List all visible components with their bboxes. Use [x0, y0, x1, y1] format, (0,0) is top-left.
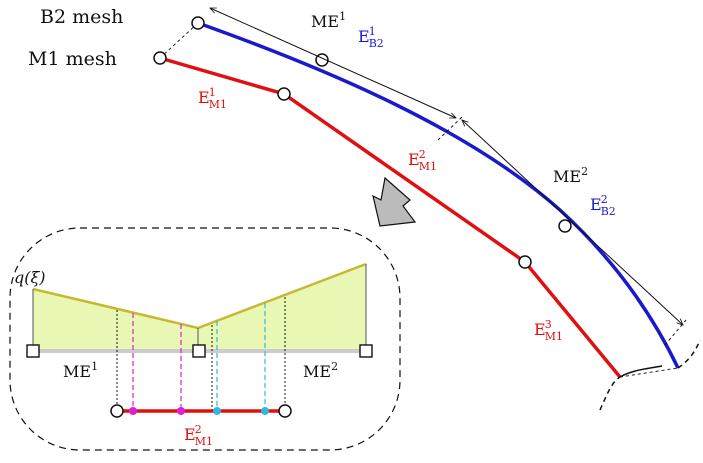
q-xi-label: q(ξ) [14, 268, 46, 287]
m1-node-2 [277, 87, 291, 101]
me2-dimension-arrow [462, 120, 683, 325]
me-node-left [26, 344, 40, 358]
boundary-curve-solid [619, 365, 663, 378]
boundary-curve-dashed [599, 376, 621, 411]
q-function-area [33, 264, 366, 351]
dashed-connector-top [159, 22, 199, 59]
me1-label: ME1 [311, 10, 346, 31]
inset-m1-node-left [110, 404, 124, 418]
inset-frame [9, 227, 401, 451]
b2-mesh-label: B2 mesh [40, 6, 123, 28]
me2-label: ME2 [553, 165, 588, 186]
gauss-point-magenta-1 [129, 407, 137, 415]
boundary-curve-dashed-right [677, 339, 701, 369]
me-node-mid [192, 344, 206, 358]
gauss-point-cyan-2 [261, 407, 269, 415]
b2-node-mid-2 [558, 219, 572, 233]
m1-mesh-label: M1 mesh [28, 48, 117, 70]
me-end-dashed [664, 319, 687, 346]
zoom-arrow [372, 176, 417, 227]
gauss-point-magenta-2 [177, 407, 185, 415]
inset-me1-label: ME1 [63, 360, 98, 381]
m1-node-3 [518, 255, 532, 269]
b2-node-start [191, 16, 205, 30]
inset-me2-label: ME2 [303, 360, 338, 381]
me-node-right [359, 344, 373, 358]
gauss-point-cyan-1 [213, 407, 221, 415]
inset-m1-node-right [278, 404, 292, 418]
m1-node-1 [153, 51, 167, 65]
dashed-connector-bottom [619, 367, 679, 378]
me1-dimension-arrow [210, 7, 456, 119]
